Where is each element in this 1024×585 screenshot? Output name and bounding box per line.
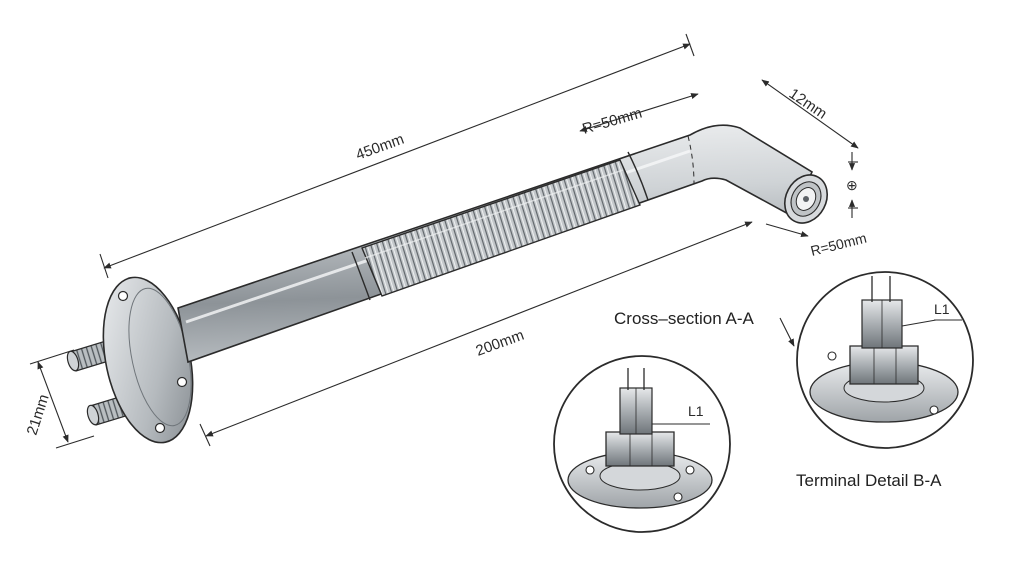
callout-cross-section: Cross–section A-A [614,309,754,328]
callout-terminal-detail: Terminal Detail B-A [796,471,942,490]
detail-b-label: L1 [934,301,950,317]
dimension-heated-length: 200mm [474,327,527,360]
detail-view-b [796,271,974,449]
dimension-tube-diameter: 12mm [786,85,830,122]
dimension-overall-length: 450mm [354,131,407,164]
dimension-bend-radius-end: R=50mm [809,230,868,259]
dimension-terminal-spacing: 21mm [24,392,53,437]
dimension-end-symbol: ⊕ [846,177,858,193]
heating-coil [361,159,641,297]
mounting-flange [102,276,194,444]
detail-a-label: L1 [688,403,704,419]
tube-end-section [783,174,829,224]
detail-view-a [553,355,731,533]
dimension-bend-radius-top: R=50mm [580,105,644,138]
dimension-lines [29,33,859,449]
